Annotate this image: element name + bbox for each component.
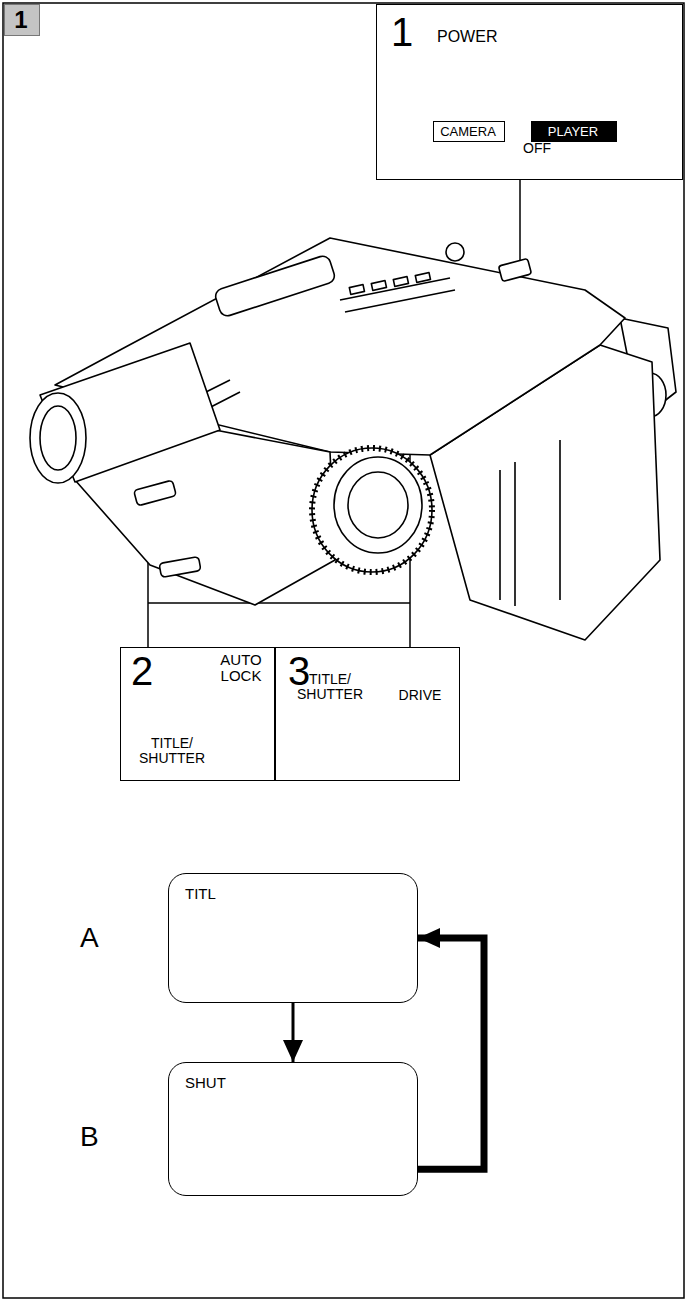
- mode-label: CAMERA: [433, 121, 505, 142]
- screen-letter: A: [80, 922, 99, 954]
- screen-letter: B: [80, 1121, 99, 1153]
- screen-display: TITL: [168, 873, 418, 1003]
- flow-arrow: [418, 938, 484, 1169]
- step-box: 3TITLE/ SHUTTERDRIVE: [275, 647, 460, 781]
- text-label: POWER: [437, 29, 537, 46]
- text-label: DRIVE: [388, 688, 452, 703]
- step-number: 2: [131, 650, 161, 692]
- text-label: OFF: [523, 141, 563, 156]
- text-label: TITL: [185, 886, 285, 902]
- text-label: SHUT: [185, 1075, 285, 1091]
- section-tab: 1: [4, 4, 40, 36]
- text-label: AUTO LOCK: [211, 652, 271, 684]
- outer-frame: [3, 3, 684, 1298]
- text-label: CAMERA: [434, 125, 502, 139]
- mode-label: PLAYER: [531, 121, 617, 142]
- step-number: 1: [391, 11, 421, 53]
- text-label: TITLE/ SHUTTER: [290, 672, 370, 701]
- text-label: PLAYER: [532, 125, 614, 139]
- text-label: TITLE/ SHUTTER: [127, 736, 217, 765]
- screen-display: SHUT: [168, 1062, 418, 1196]
- flow-arrow: [292, 1003, 295, 1062]
- inset-box: 1 POWER OFF CAMERA PLAYER: [376, 4, 683, 180]
- camcorder-drawing: [30, 238, 676, 640]
- step-box: 2 AUTO LOCK TITLE/ SHUTTER: [120, 647, 275, 781]
- text-label: 1: [5, 7, 37, 32]
